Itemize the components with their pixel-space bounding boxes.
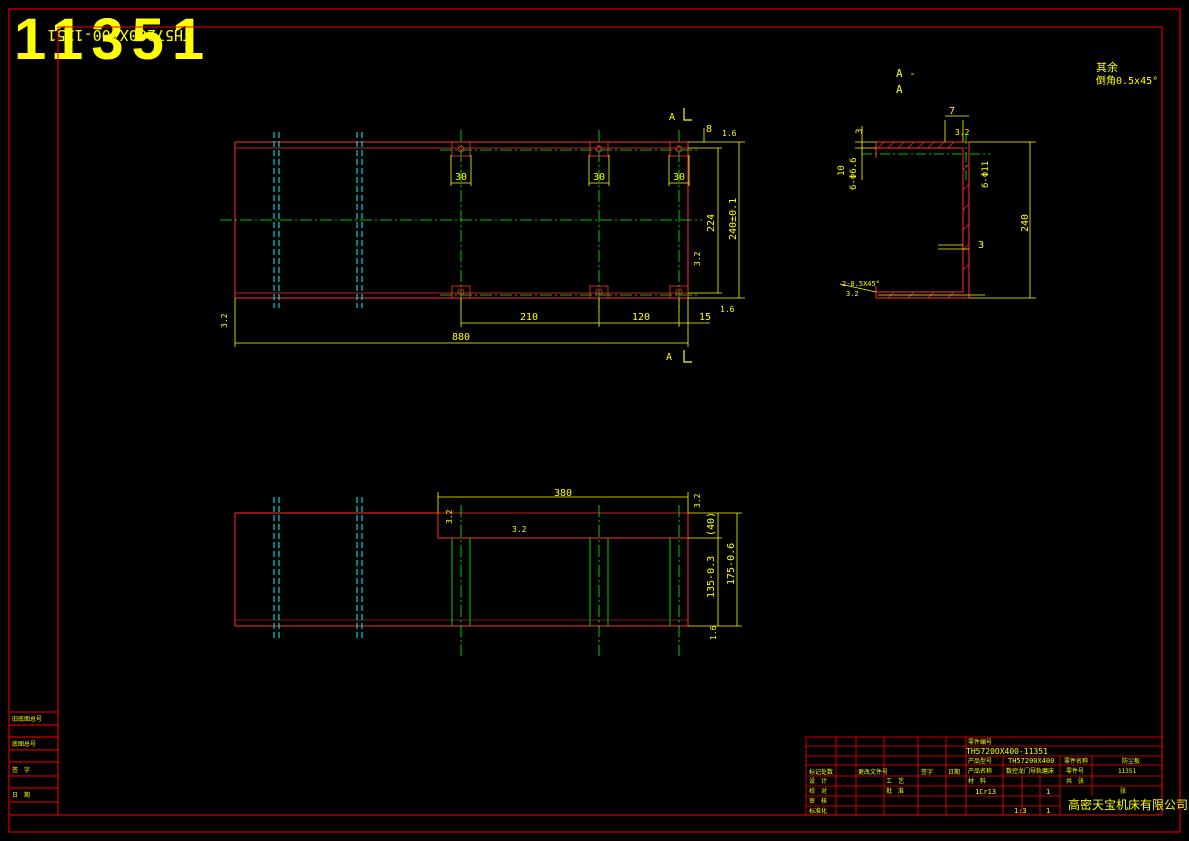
tb-part-no-value: 11351 (1118, 768, 1136, 775)
tb-weight-value: 1 (1046, 788, 1050, 796)
tb-sheet-label: 共 张 (1066, 777, 1084, 785)
height-outer-240: 240±0.1 (728, 198, 739, 240)
front-view: 380 3.2 3.2 3.2 (40) 135-0.3 175-0.6 1.6 (234, 488, 742, 656)
spacing-210: 210 (520, 312, 538, 323)
tb-row-8: 工 艺 (886, 777, 904, 785)
drawing-number-large: 11351 (14, 7, 213, 72)
section-title-2: A (896, 83, 903, 96)
plan-hidden-lines (273, 132, 363, 308)
front-dim-40: (40) (706, 512, 717, 536)
note-other-roughness: 其余 (1096, 60, 1118, 74)
tb-product-name-value: 数控龙门导轨磨床 (1006, 767, 1054, 775)
front-roughness-top: 3.2 (693, 493, 702, 508)
slot-width-3: 30 (673, 172, 685, 183)
section-title-1: A - (896, 67, 916, 80)
edge-offset-15: 15 (699, 312, 711, 323)
tb-row-3: 日期 (948, 768, 960, 776)
front-dim-175: 175-0.6 (726, 543, 737, 585)
slot-width-2: 30 (593, 172, 605, 183)
company-name: 高密天宝机床有限公司 (1068, 798, 1189, 812)
left-revision-block (8, 711, 59, 816)
tb-row-2: 签字 (921, 768, 933, 776)
roughness-right: 3.2 (693, 251, 702, 266)
tb-row-1: 更改文件号 (858, 768, 888, 776)
roughness-corner: 1.6 (720, 305, 735, 314)
front-roughness-mid: 3.2 (512, 525, 527, 534)
tb-part-no-label: 零件号 (1066, 767, 1084, 775)
note-chamfer: 倒角0.5x45° (1096, 75, 1158, 87)
tb-part-name-label: 零件名称 (1064, 757, 1088, 765)
inner-border (57, 26, 1163, 816)
tb-row-0: 标记处数 (809, 768, 833, 776)
title-block (805, 736, 1163, 816)
plan-center-lines (220, 130, 702, 312)
tb-part-name-value: 防尘板 (1122, 757, 1140, 765)
tb-part-code: TH5720OX400-11351 (966, 747, 1048, 756)
slot-width-1: 30 (455, 172, 467, 183)
tb-material-value: 1Cr13 (975, 788, 996, 796)
height-inner-224: 224 (706, 214, 717, 232)
tb-row-5: 校 对 (809, 787, 827, 795)
front-roughness-left: 3.2 (445, 509, 454, 524)
tb-row-9: 批 准 (886, 787, 904, 795)
section-roughness-top: 3.2 (955, 128, 970, 137)
tb-sheet-value: 张 (1120, 787, 1126, 795)
section-marker-top: A (669, 112, 675, 123)
section-inner-3: 3 (978, 240, 984, 251)
left-block-label-3: 签 字 (12, 766, 30, 774)
tb-count-value: 1 (1046, 807, 1050, 815)
left-block-label-4: 日 期 (12, 791, 30, 799)
roughness-top: 1.6 (722, 129, 737, 138)
tb-product-value: TH57200X400 (1008, 757, 1054, 765)
tb-scale-value: 1:3 (1014, 807, 1027, 815)
tb-material-label: 材 料 (968, 777, 986, 785)
left-block-label-1: 旧底图总号 (12, 715, 42, 723)
section-left-hole: 6-Φ6.6 (849, 157, 859, 190)
section-height-240: 240 (1020, 214, 1031, 232)
front-dim-135: 135-0.3 (706, 556, 717, 598)
tb-row-7: 标准化 (809, 807, 827, 815)
left-block-label-2: 底图总号 (12, 740, 36, 748)
outer-border (8, 8, 1181, 833)
tb-product-name-label: 产品名称 (968, 767, 992, 775)
plan-slots (451, 141, 689, 299)
spacing-120: 120 (632, 312, 650, 323)
roughness-left: 3.2 (220, 313, 229, 328)
tb-code-label: 零件编号 (968, 738, 992, 746)
tb-row-6: 审 核 (809, 797, 827, 805)
section-width-7: 7 (949, 106, 955, 117)
front-roughness-bottom: 1.6 (709, 625, 718, 640)
tb-product-label: 产品型号 (968, 757, 992, 765)
section-view: A - A (837, 67, 1036, 299)
section-right-hole: 6-Φ11 (981, 161, 991, 188)
plan-view: A A 30 30 30 8 1.6 210 120 15 880 1.6 22… (220, 108, 745, 363)
section-left-depth: 10 (837, 165, 847, 176)
front-length-380: 380 (554, 488, 572, 499)
total-length-880: 880 (452, 332, 470, 343)
section-marker-bottom: A (666, 352, 672, 363)
section-weld-note: 2-0.5X45° (842, 280, 880, 288)
top-offset: 8 (706, 124, 712, 135)
section-roughness-left: 3.2 (846, 290, 859, 298)
front-outline (234, 512, 689, 627)
section-thickness-3: 3 (855, 129, 865, 134)
tb-row-4: 设 计 (809, 777, 827, 785)
